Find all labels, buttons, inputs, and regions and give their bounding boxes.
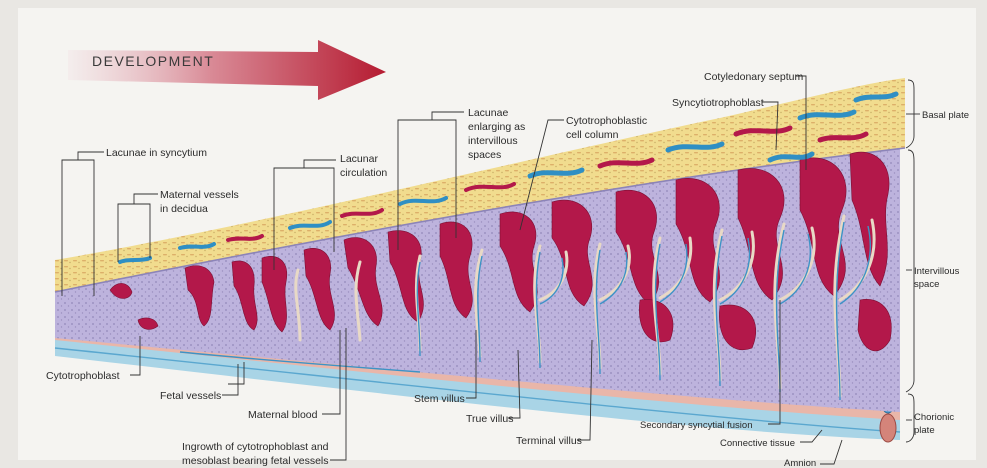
label-stem-villus: Stem villus (414, 393, 465, 405)
label-intervillous: Intervillous (914, 266, 960, 277)
label-true-villus: True villus (466, 413, 513, 425)
label-amnion: Amnion (784, 458, 816, 468)
label-terminal-villus: Terminal villus (516, 435, 582, 447)
label-cytotrophoblast: Cytotrophoblast (46, 370, 120, 382)
label-lacunae-enlarging-line2: enlarging as (468, 121, 525, 133)
label-fetal-vessels: Fetal vessels (160, 390, 221, 402)
label-lacunar-circulation: circulation (340, 167, 387, 179)
label-cotyledonary-septum: Cotyledonary septum (704, 71, 803, 83)
label-lacunae-enlarging-line4: spaces (468, 149, 501, 161)
label-chorionic-plate: plate (914, 425, 935, 436)
label-basal-plate: Basal plate (922, 110, 969, 121)
label-lacunae-in-syncytium: Lacunae in syncytium (106, 147, 207, 159)
label-cell-column: cell column (566, 129, 619, 141)
label-maternal-vessels-line2: in decidua (160, 203, 208, 215)
label-syncytiotrophoblast: Syncytiotrophoblast (672, 97, 764, 109)
label-chorionic: Chorionic (914, 412, 954, 423)
label-lacunae-enlarging: Lacunae (468, 107, 508, 119)
label-lacunae-enlarging-line3: intervillous (468, 135, 518, 147)
label-intervillous-space: space (914, 279, 939, 290)
label-secondary-syncytial-fusion: Secondary syncytial fusion (640, 420, 752, 431)
development-heading: DEVELOPMENT (92, 53, 214, 69)
label-maternal-vessels: Maternal vessels (160, 189, 239, 201)
label-maternal-blood: Maternal blood (248, 409, 318, 421)
label-connective-tissue: Connective tissue (720, 438, 795, 449)
label-cytotrophoblastic: Cytotrophoblastic (566, 115, 647, 127)
label-ingrowth: Ingrowth of cytotrophoblast and (182, 441, 329, 453)
label-ingrowth-line2: mesoblast bearing fetal vessels (182, 455, 329, 467)
label-lacunar: Lacunar (340, 153, 378, 165)
